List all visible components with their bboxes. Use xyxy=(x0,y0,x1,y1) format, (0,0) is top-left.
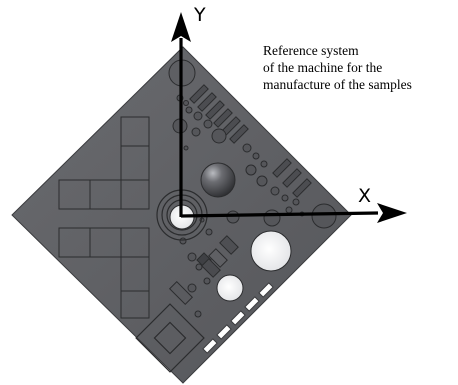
x-axis-label: X xyxy=(358,185,372,207)
caption-line-1: Reference system xyxy=(263,43,359,58)
x-axis-arrow xyxy=(180,203,407,223)
caption-line-3: manufacture of the samples xyxy=(263,77,412,92)
small-holes xyxy=(172,94,337,318)
y-axis-arrow xyxy=(171,12,191,217)
left-upper-rect-grid xyxy=(58,116,150,210)
sphere xyxy=(200,162,236,198)
medium-white-hole xyxy=(216,274,244,302)
bottom-nested-squares xyxy=(135,303,205,373)
slanted-slot-row xyxy=(189,84,312,198)
reference-system-caption: Reference system of the machine for the … xyxy=(263,42,458,93)
y-axis-label: Y xyxy=(194,4,206,26)
left-lower-rect-grid xyxy=(58,227,150,319)
caption-line-2: of the machine for the xyxy=(263,60,383,75)
rotated-blocks xyxy=(168,235,239,306)
large-white-hole xyxy=(250,230,292,272)
edge-notches xyxy=(202,282,274,354)
